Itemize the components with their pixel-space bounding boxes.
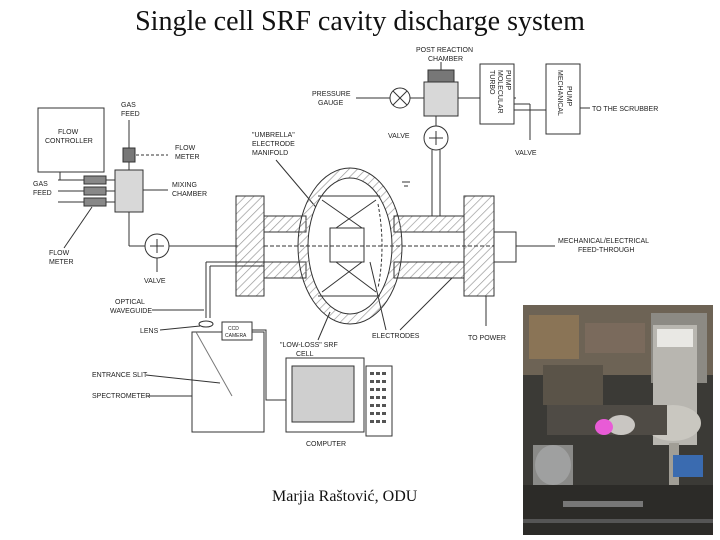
post-reaction-label-1: POST REACTION [416,47,473,54]
keyboard-keys [370,372,386,423]
mixing-chamber [114,169,144,213]
lab-photo [523,305,713,535]
mechanical-pump-label-2: PUMP [565,86,572,107]
spectrometer-label: SPECTROMETER [92,393,150,400]
flow-meter-1 [83,175,107,185]
slide-title: Single cell SRF cavity discharge system [135,6,585,37]
optical-waveguide-label-1: OPTICAL [115,299,145,306]
optical-waveguide-label-2: WAVEGUIDE [110,308,152,315]
post-reaction-label-2: CHAMBER [428,56,463,63]
turbo-molecular-pump [479,63,515,125]
computer-keyboard [365,365,393,437]
gas-feed-left-label-1: GAS [33,181,48,188]
gas-feed-left-label-2: FEED [33,190,52,197]
feedthrough-label-1: MECHANICAL/ELECTRICAL [558,238,649,245]
mixing-chamber-label-1: MIXING [172,182,197,189]
to-power-label: TO POWER [468,335,506,342]
gas-feed-valve [122,147,136,163]
flow-controller-box [37,107,105,173]
turbo-pump-label-3: PUMP [504,70,511,91]
computer-screen [291,365,355,423]
ccd-label-1: CCD [228,326,239,332]
ccd-camera [221,321,253,341]
umbrella-label-1: "UMBRELLA" [252,132,295,139]
feedthrough-block [493,231,517,263]
entrance-slit-label: ENTRANCE SLIT [92,372,148,379]
flow-meter-bottom-label-1: FLOW [49,250,70,257]
right-beam-tube [393,215,465,233]
pressure-gauge-label-1: PRESSURE [312,91,351,98]
turbo-pump-label-2: MOLECULAR [496,70,503,114]
electrodes-label: ELECTRODES [372,333,420,340]
low-loss-label-2: CELL [296,351,314,358]
umbrella-label-3: MANIFOLD [252,150,288,157]
valve-left-label: VALVE [144,278,166,285]
flow-meter-3 [83,197,107,207]
computer-label: COMPUTER [306,441,346,448]
valve-right-label: VALVE [515,150,537,157]
spectrometer-box [191,331,265,433]
post-reaction-chamber [423,81,459,117]
umbrella-label-2: ELECTRODE [252,141,295,148]
lens [198,320,214,328]
gas-feed-top-label-1: GAS [121,102,136,109]
flow-meter-top-label-1: FLOW [175,145,196,152]
left-flange [235,195,265,297]
right-beam-tube-bottom [393,261,465,279]
flow-meter-top-label-2: METER [175,154,200,161]
author-credit: Marjia Raštović, ODU [272,488,418,505]
valve-upper-label: VALVE [388,133,410,140]
mixing-chamber-label-2: CHAMBER [172,191,207,198]
inner-electrode [329,227,365,263]
lens-label: LENS [140,328,159,335]
ccd-label-2: CAMERA [225,333,247,339]
gas-feed-top-label-2: FEED [121,111,140,118]
flow-meter-bottom-label-2: METER [49,259,74,266]
flow-meter-2 [83,186,107,196]
low-loss-label-1: "LOW-LOSS" SRF [280,342,338,349]
to-scrubber-label: TO THE SCRUBBER [592,106,658,113]
turbo-pump-label-1: TURBO [488,70,495,95]
mechanical-pump [545,63,581,135]
pressure-gauge-label-2: GAUGE [318,100,344,107]
flow-controller-label-2: CONTROLLER [45,138,93,145]
flow-controller-label-1: FLOW [58,129,79,136]
mechanical-pump-label-1: MECHANICAL [556,70,563,116]
feedthrough-label-2: FEED-THROUGH [578,247,634,254]
